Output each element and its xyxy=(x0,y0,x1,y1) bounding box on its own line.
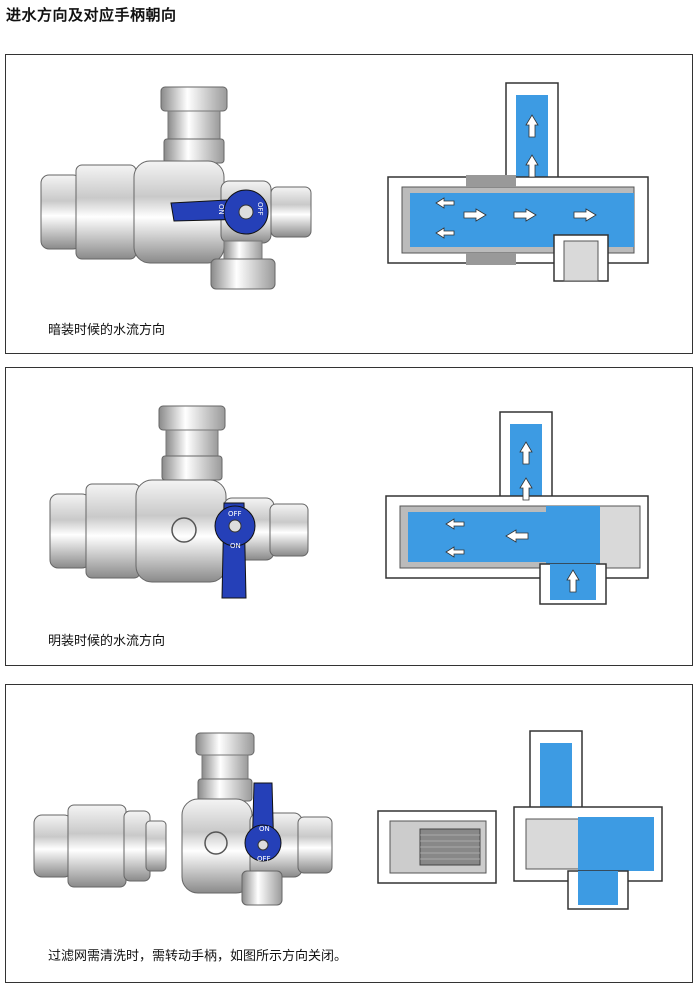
page-title: 进水方向及对应手柄朝向 xyxy=(6,6,177,24)
handle-mark-off: OFF xyxy=(256,202,264,216)
handle-mark-on: ON xyxy=(217,204,225,215)
caption: 暗装时候的水流方向 xyxy=(48,323,166,338)
caption: 过滤网需清洗时，需转动手柄，如图所示方向关闭。 xyxy=(48,949,348,964)
valve-photo xyxy=(181,732,333,906)
handle-mark-on: ON xyxy=(230,542,241,550)
handle-mark-on: ON xyxy=(259,825,270,833)
handle-mark-off: OFF xyxy=(257,855,271,863)
panel-concealed-install: OFF ON 暗装时候的水流方向 xyxy=(5,54,693,354)
section-diagram xyxy=(513,730,663,910)
section-diagram xyxy=(385,411,649,605)
section-diagram xyxy=(387,82,649,282)
panel-filter-cleaning: ON OFF 过滤网需清洗时，需转动手柄，如图所示方向关闭。 xyxy=(5,684,693,983)
filter-section-diagram xyxy=(377,810,497,884)
filter-cartridge-photo xyxy=(33,804,167,888)
valve-photo xyxy=(49,405,309,599)
valve-photo xyxy=(40,86,312,290)
handle-mark-off: OFF xyxy=(228,510,242,518)
caption: 明装时候的水流方向 xyxy=(48,634,166,649)
panel-exposed-install: OFF ON 明装时候的水流方向 xyxy=(5,367,693,666)
